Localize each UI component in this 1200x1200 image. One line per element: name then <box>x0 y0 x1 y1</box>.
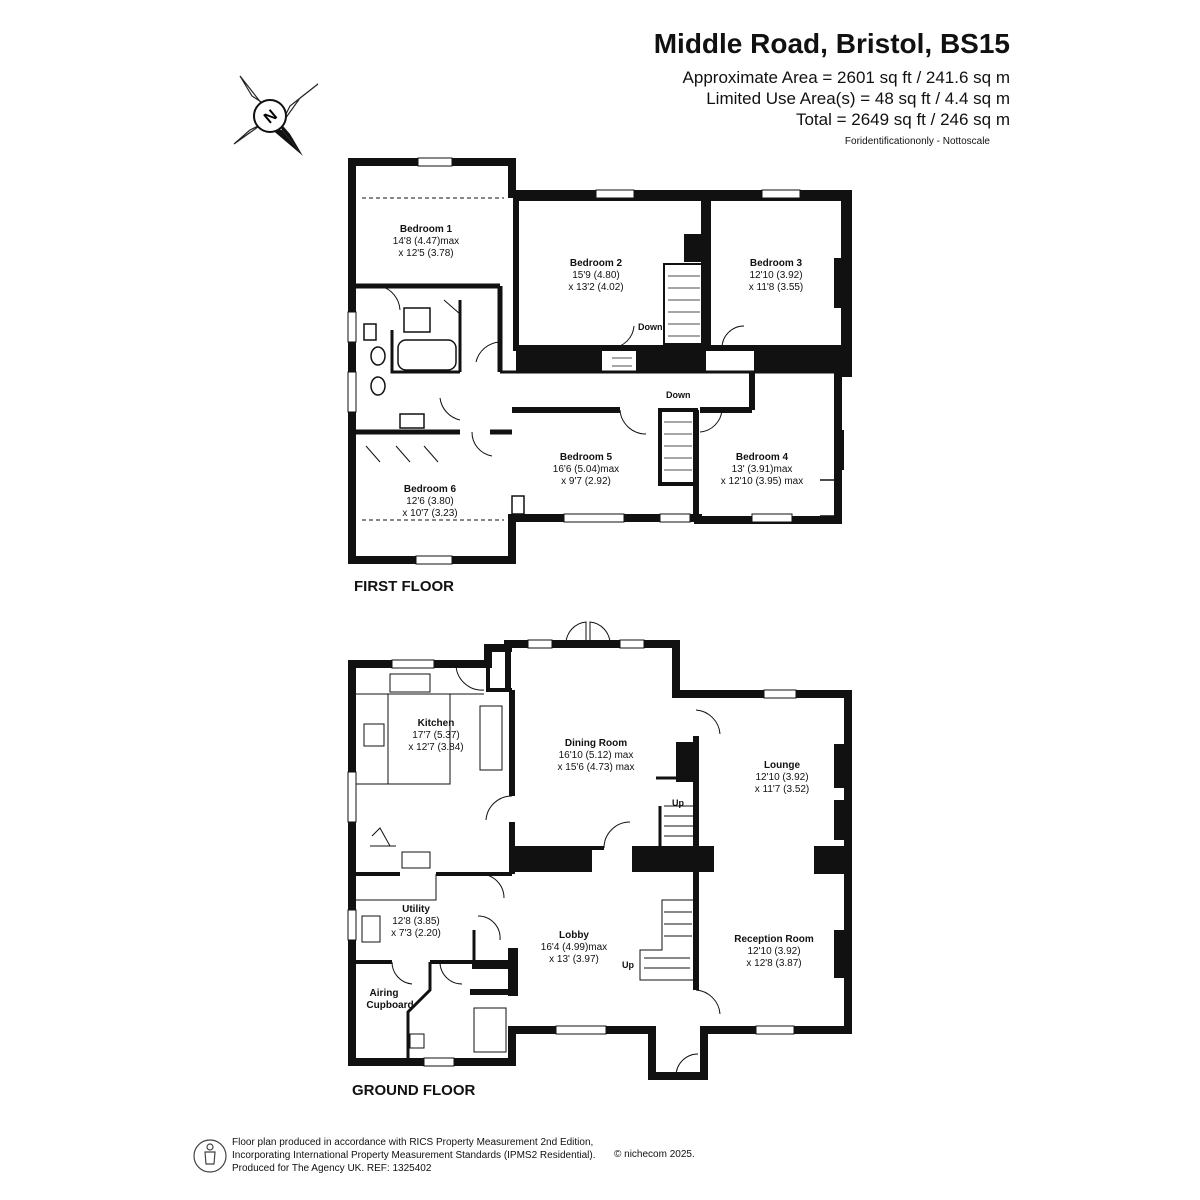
room-dims: 14'8 (4.47)max <box>393 236 459 247</box>
room-dims: 16'6 (5.04)max <box>553 464 619 475</box>
room-dims: x 9'7 (2.92) <box>561 476 611 487</box>
plan-title: Middle Road, Bristol, BS15 <box>653 28 1010 59</box>
room-dims: x 13'2 (4.02) <box>568 282 623 293</box>
room-name: Bedroom 3 <box>750 258 803 269</box>
copyright-brand: © nichecom 2025. <box>614 1149 695 1160</box>
room-dims: x 12'5 (3.78) <box>398 248 453 259</box>
room-name: Cupboard <box>366 1000 413 1011</box>
approximate-area: Approximate Area = 2601 sq ft / 241.6 sq… <box>682 68 1010 87</box>
room-dims: x 10'7 (3.23) <box>402 508 457 519</box>
room-name: Bedroom 2 <box>570 258 623 269</box>
room-dims: 16'4 (4.99)max <box>541 942 607 953</box>
room-dims: x 11'8 (3.55) <box>749 282 804 293</box>
room-name: Lobby <box>559 930 589 941</box>
room-dims: x 13' (3.97) <box>549 954 599 965</box>
ground-floor-label: GROUND FLOOR <box>352 1082 476 1099</box>
footer-line: Floor plan produced in accordance with R… <box>232 1137 594 1148</box>
room-name: Airing <box>370 988 399 999</box>
room-dims: 12'6 (3.80) <box>406 496 454 507</box>
first-floor-label: FIRST FLOOR <box>354 578 454 595</box>
room-dims: 12'10 (3.92) <box>755 772 808 783</box>
room-name: Dining Room <box>565 738 627 749</box>
bedroom-4: Bedroom 4 13' (3.91)max x 12'10 (3.95) m… <box>721 452 804 487</box>
ground-floor-plan <box>347 621 852 1080</box>
bedroom-5: Bedroom 5 16'6 (5.04)max x 9'7 (2.92) <box>553 452 619 487</box>
dining-room: Dining Room 16'10 (5.12) max x 15'6 (4.7… <box>558 738 635 773</box>
room-name: Utility <box>402 904 430 915</box>
footer-line: Incorporating International Property Mea… <box>232 1150 596 1161</box>
stairs-up-label: Up <box>622 960 634 970</box>
room-name: Kitchen <box>418 718 455 729</box>
room-dims: 12'8 (3.85) <box>392 916 440 927</box>
first-floor-plan <box>347 157 852 565</box>
room-dims: 12'10 (3.92) <box>747 946 800 957</box>
bedroom-3: Bedroom 3 12'10 (3.92) x 11'8 (3.55) <box>749 258 804 293</box>
person-icon <box>193 1139 227 1173</box>
bedroom-1: Bedroom 1 14'8 (4.47)max x 12'5 (3.78) <box>393 224 459 259</box>
lounge: Lounge 12'10 (3.92) x 11'7 (3.52) <box>755 760 810 795</box>
stairs-down-label: Down <box>638 322 663 332</box>
stairs-up-label: Up <box>672 798 684 808</box>
footer-notes: Floor plan produced in accordance with R… <box>232 1136 596 1175</box>
limited-use-area: Limited Use Area(s) = 48 sq ft / 4.4 sq … <box>706 89 1010 108</box>
kitchen: Kitchen 17'7 (5.37) x 12'7 (3.84) <box>408 718 463 753</box>
room-dims: x 7'3 (2.20) <box>391 928 441 939</box>
room-name: Lounge <box>764 760 801 771</box>
bedroom-6: Bedroom 6 12'6 (3.80) x 10'7 (3.23) <box>402 484 457 519</box>
utility: Utility 12'8 (3.85) x 7'3 (2.20) <box>391 904 441 939</box>
compass-icon: N <box>233 75 319 156</box>
room-name: Bedroom 4 <box>736 452 789 463</box>
room-name: Bedroom 6 <box>404 484 457 495</box>
total-area: Total = 2649 sq ft / 246 sq m <box>795 110 1010 129</box>
footer-line: Produced for The Agency UK. REF: 1325402 <box>232 1163 432 1174</box>
room-dims: x 12'7 (3.84) <box>408 742 463 753</box>
bedroom-2: Bedroom 2 15'9 (4.80) x 13'2 (4.02) <box>568 258 623 293</box>
room-dims: x 12'8 (3.87) <box>746 958 801 969</box>
room-dims: x 11'7 (3.52) <box>755 784 810 795</box>
airing-cupboard: Airing Cupboard <box>366 988 413 1011</box>
room-dims: 13' (3.91)max <box>732 464 793 475</box>
lobby: Lobby 16'4 (4.99)max x 13' (3.97) <box>541 930 607 965</box>
room-name: Bedroom 5 <box>560 452 613 463</box>
room-dims: 17'7 (5.37) <box>412 730 460 741</box>
room-dims: x 15'6 (4.73) max <box>558 762 635 773</box>
room-dims: 16'10 (5.12) max <box>559 750 634 761</box>
room-name: Bedroom 1 <box>400 224 453 235</box>
reception-room: Reception Room 12'10 (3.92) x 12'8 (3.87… <box>734 934 814 969</box>
room-dims: 15'9 (4.80) <box>572 270 620 281</box>
room-dims: 12'10 (3.92) <box>749 270 802 281</box>
room-dims: x 12'10 (3.95) max <box>721 476 804 487</box>
room-name: Reception Room <box>734 934 814 945</box>
stairs-down-label: Down <box>666 390 691 400</box>
scale-note: Foridentificationonly - Nottoscale <box>844 136 990 147</box>
